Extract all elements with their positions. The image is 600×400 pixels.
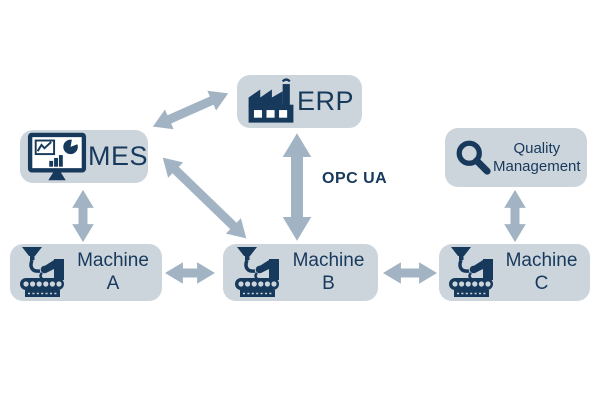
machine-c-label-line1: Machine [505,249,578,271]
node-machine-a-label: Machine A [72,250,154,296]
node-machine-c-label: Machine C [501,250,582,296]
monitor-charts-icon [26,132,88,182]
node-machine-c: Machine C [439,244,590,301]
node-quality-management: Quality Management [445,128,587,187]
node-mes-label: MES [88,141,149,172]
machine-icon [231,246,287,299]
machine-b-label-line1: Machine [292,249,365,271]
node-machine-a: Machine A [10,244,162,301]
machine-c-label-line2: C [534,272,549,294]
edge-mes-machine-b-arrow [162,157,247,239]
edge-mes-erp-arrow [152,90,229,130]
quality-label-line2: Management [493,157,581,175]
machine-icon [445,246,501,299]
node-machine-b-label: Machine B [287,250,370,296]
node-mes: MES [20,130,148,183]
quality-label-line1: Quality [513,139,561,157]
machine-a-label-line1: Machine [77,249,149,271]
factory-icon [245,77,297,126]
magnifier-icon [455,139,493,177]
machine-icon [16,246,72,299]
opc-ua-label: OPC UA [322,170,388,187]
node-erp: ERP [237,75,362,128]
node-quality-management-label: Quality Management [493,140,581,176]
machine-a-label-line2: A [106,272,120,294]
node-erp-label: ERP [297,86,355,117]
node-machine-b: Machine B [223,244,378,301]
machine-b-label-line2: B [322,272,335,294]
